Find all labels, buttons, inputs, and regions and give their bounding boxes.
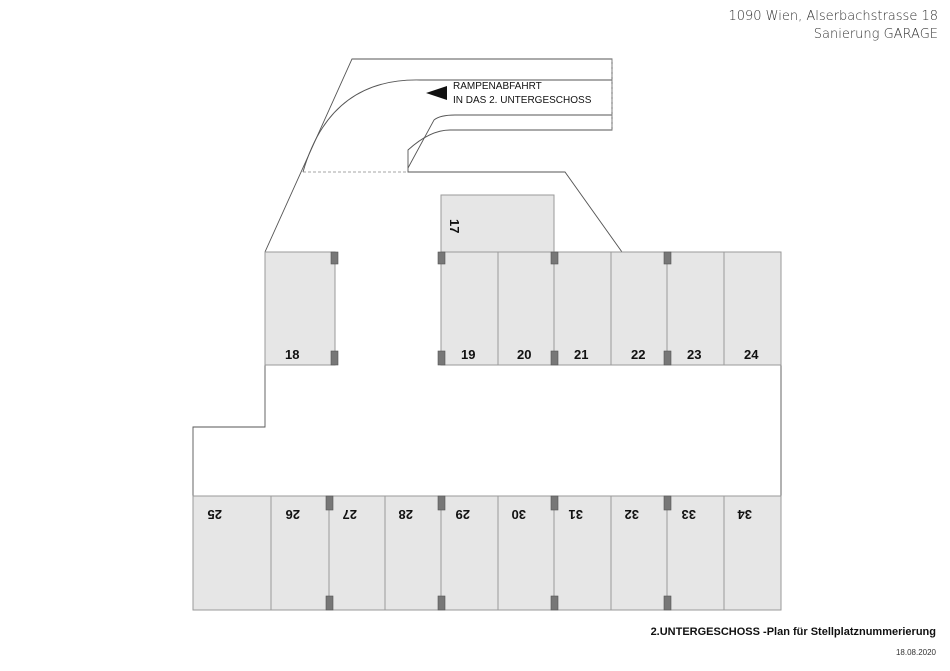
parking-space-29[interactable]: [440, 495, 499, 611]
parking-space-17[interactable]: [440, 194, 555, 253]
space-label-25: 25: [208, 507, 222, 522]
space-label-19: 19: [461, 347, 475, 362]
space-label-26: 26: [286, 507, 300, 522]
space-label-30: 30: [512, 507, 526, 522]
address: 1090 Wien, Alserbachstrasse 18: [728, 9, 938, 24]
space-label-29: 29: [456, 507, 470, 522]
space-label-21: 21: [574, 347, 588, 362]
parking-space-24[interactable]: [723, 251, 782, 366]
space-label-33: 33: [682, 507, 696, 522]
plan-title: 2.UNTERGESCHOSS -Plan für Stellplatznumm…: [650, 626, 936, 638]
pillar: [437, 595, 446, 611]
parking-space-19[interactable]: [440, 251, 499, 366]
ramp-label-line1: RAMPENABFAHRT: [453, 81, 542, 92]
pillar: [330, 350, 339, 366]
parking-space-27[interactable]: [328, 495, 386, 611]
parking-space-18[interactable]: [264, 251, 336, 366]
space-label-31: 31: [569, 507, 583, 522]
parking-space-31[interactable]: [553, 495, 612, 611]
ramp-inner-curve: [407, 114, 612, 169]
parking-space-25[interactable]: [192, 495, 272, 611]
pillar: [550, 251, 559, 265]
pillar: [663, 495, 672, 511]
pillar: [550, 595, 559, 611]
space-label-22: 22: [631, 347, 645, 362]
header: 1090 Wien, Alserbachstrasse 18 Sanierung…: [728, 8, 938, 44]
pillar: [663, 595, 672, 611]
ramp-direction-arrow-icon: [426, 86, 447, 100]
space-label-24: 24: [744, 347, 759, 362]
space-label-32: 32: [625, 507, 639, 522]
pillar: [437, 350, 446, 366]
ramp-label-line2: IN DAS 2. UNTERGESCHOSS: [453, 95, 592, 106]
ramp-end-dashes: [303, 59, 613, 173]
parking-space-33[interactable]: [666, 495, 725, 611]
space-label-28: 28: [399, 507, 413, 522]
pillar: [663, 350, 672, 366]
space-label-17: 17: [447, 219, 462, 233]
pillar: [330, 251, 339, 265]
pillar: [550, 350, 559, 366]
pillar: [663, 251, 672, 265]
parking-space-34[interactable]: [723, 495, 782, 611]
space-label-34: 34: [737, 507, 752, 522]
pillar: [325, 595, 334, 611]
pillar: [325, 495, 334, 511]
parking-space-30[interactable]: [497, 495, 555, 611]
space-label-20: 20: [517, 347, 531, 362]
space-label-27: 27: [343, 507, 357, 522]
plan-date: 18.08.2020: [895, 648, 936, 657]
parking-space-23[interactable]: [666, 251, 725, 366]
project-title: Sanierung GARAGE: [813, 27, 938, 42]
pillar: [437, 495, 446, 511]
pillars: [325, 251, 672, 611]
parking-space-32[interactable]: [610, 495, 668, 611]
pillar: [437, 251, 446, 265]
pillar: [550, 495, 559, 511]
ramp-outer-curve: [302, 79, 612, 173]
space-label-23: 23: [687, 347, 701, 362]
space-label-18: 18: [285, 347, 299, 362]
parking-space-26[interactable]: [270, 495, 330, 611]
